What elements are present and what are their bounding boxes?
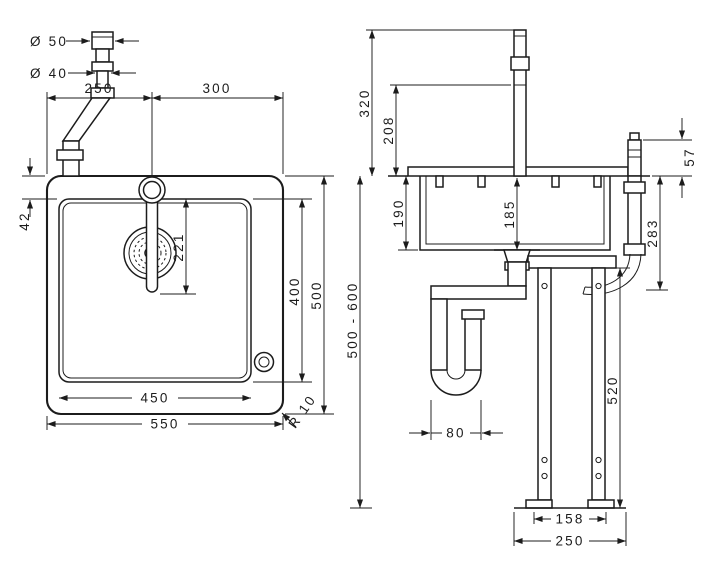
sink-outer-outline <box>45 174 285 416</box>
bolt-hole <box>595 472 602 480</box>
dim-dia-40: Ø 40 <box>30 66 136 81</box>
dim-400-label: 400 <box>287 276 302 305</box>
dim-450: 450 <box>59 391 251 406</box>
frame-leg-left <box>537 267 552 501</box>
dim-500-label: 500 <box>309 280 324 309</box>
mounting-frame <box>514 255 626 509</box>
dim-208-label: 208 <box>381 115 396 144</box>
trap-bend-outer <box>430 369 482 396</box>
leader-line <box>281 412 297 428</box>
dim-320: 320 <box>357 29 514 176</box>
dim-r10: R 10 <box>281 392 319 431</box>
drain-body <box>502 249 532 264</box>
hose-end-cap <box>582 286 586 295</box>
frame-foot-right <box>587 499 615 509</box>
dim-158-label: 158 <box>555 512 584 527</box>
pipe-segment-top <box>91 31 114 50</box>
pipe-angled-section <box>61 97 112 142</box>
mounting-clip <box>435 175 444 188</box>
dim-500-600-label: 500 - 600 <box>345 282 360 359</box>
dim-283-label: 283 <box>645 218 660 247</box>
dim-250-base: 250 <box>513 512 627 549</box>
trap-bend-inner <box>446 369 466 380</box>
pipe-nut <box>56 149 84 161</box>
dim-80-label: 80 <box>446 426 465 441</box>
bolt-hole <box>541 282 548 290</box>
dim-250-base-label: 250 <box>555 534 584 549</box>
dim-158: 158 <box>533 512 607 527</box>
dim-520: 520 <box>605 267 630 508</box>
mounting-clip <box>551 175 560 188</box>
dim-80: 80 <box>409 400 503 441</box>
dim-400: 400 <box>253 198 312 383</box>
tailpipe <box>507 261 527 287</box>
dim-r10-label: R 10 <box>285 392 319 431</box>
pipe-segment <box>95 48 110 63</box>
pipe-coupling <box>91 61 114 72</box>
dim-250-label: 250 <box>84 81 113 96</box>
bolt-hole <box>595 456 602 464</box>
faucet-lever <box>145 195 159 293</box>
dim-185: 185 <box>502 178 521 250</box>
dim-550: 550 <box>46 416 284 432</box>
label-backing <box>442 426 470 439</box>
label-backing <box>142 417 188 431</box>
dia50-label: Ø 50 <box>30 34 68 49</box>
dim-dia-50: Ø 50 <box>30 34 139 49</box>
dia40-label: Ø 40 <box>30 66 68 81</box>
dim-250-300: 250 300 <box>46 81 284 176</box>
drain-knob-inner <box>258 356 270 368</box>
dim-185-label: 185 <box>502 199 517 228</box>
dim-221: 221 <box>160 199 196 295</box>
label-backing <box>551 512 589 526</box>
trap-riser <box>464 317 482 371</box>
label-backing <box>551 534 589 548</box>
control-nut-bottom <box>623 243 646 256</box>
dim-221-label: 221 <box>171 232 186 261</box>
bolt-hole <box>541 456 548 464</box>
front-view: 320 208 500 - 600 190 185 <box>345 29 697 549</box>
mounting-clip <box>477 175 486 188</box>
label-backing <box>132 391 178 405</box>
control-cap <box>629 132 640 141</box>
dim-190: 190 <box>391 176 418 251</box>
bolt-hole <box>595 282 602 290</box>
drain-knob-outer <box>253 351 275 373</box>
dim-42: 42 <box>17 158 57 231</box>
frame-leg-right <box>591 267 606 501</box>
dim-300-label: 300 <box>202 81 231 96</box>
dim-550-label: 550 <box>150 417 179 432</box>
downpipe <box>430 298 448 371</box>
dim-208: 208 <box>381 84 511 176</box>
horizontal-pipe <box>430 285 527 300</box>
frame-foot-left <box>525 499 553 509</box>
bolt-hole <box>541 472 548 480</box>
mounting-clip <box>593 175 602 188</box>
control-body-top <box>627 139 642 177</box>
dim-520-label: 520 <box>605 375 620 404</box>
faucet-column <box>513 29 527 177</box>
dim-190-label: 190 <box>391 198 406 227</box>
support-plate <box>527 255 617 269</box>
waste-pipe-profile <box>56 31 115 177</box>
dim-500-600: 500 - 600 <box>345 176 372 509</box>
dim-283: 283 <box>645 176 668 291</box>
dim-57-label: 57 <box>682 147 697 166</box>
top-view: Ø 50 Ø 40 250 300 42 <box>17 31 334 432</box>
trap-piping <box>430 261 530 396</box>
dim-320-label: 320 <box>357 88 372 117</box>
dim-57: 57 <box>643 118 697 198</box>
dim-42-label: 42 <box>17 211 32 230</box>
faucet-base-inner <box>142 180 162 200</box>
dim-500: 500 <box>285 175 334 415</box>
faucet-spout-joint <box>510 56 530 71</box>
faucet-front <box>510 29 530 177</box>
dim-450-label: 450 <box>140 391 169 406</box>
drain-perforation-ring <box>133 236 167 270</box>
control-nut-top <box>623 181 646 194</box>
trap-riser-nut <box>461 309 485 320</box>
